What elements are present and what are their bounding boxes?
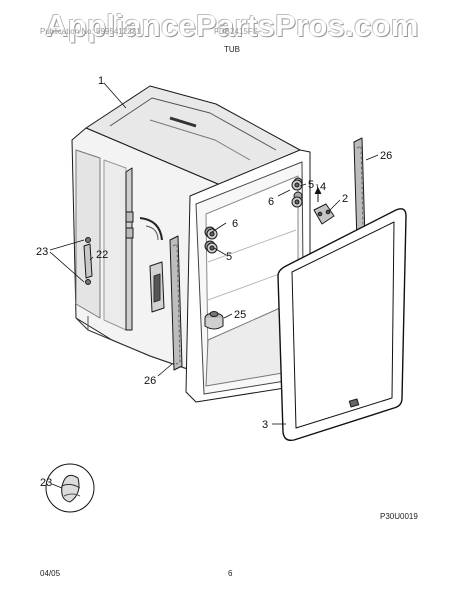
leader-lines xyxy=(49,82,379,489)
callout-23-inset: 23 xyxy=(40,477,52,489)
callout-4: 4 xyxy=(320,181,326,193)
callout-6-lower: 6 xyxy=(232,218,238,230)
strike-clip-part xyxy=(83,237,93,285)
door-gasket-part xyxy=(277,208,407,442)
section-title: TUB xyxy=(224,45,240,54)
callout-23-upper: 23 xyxy=(36,246,48,258)
tub-part xyxy=(71,85,311,403)
footer-date: 04/05 xyxy=(40,569,61,578)
callout-25: 25 xyxy=(234,309,246,321)
vent-nut-part xyxy=(204,311,224,330)
callout-22: 22 xyxy=(96,249,108,261)
callout-2: 2 xyxy=(342,193,348,205)
hinge-bracket-part xyxy=(313,203,335,225)
callout-5-upper: 5 xyxy=(308,179,314,191)
inset-circle xyxy=(45,463,95,513)
model-number: FDB2415FS xyxy=(214,27,259,36)
callout-3: 3 xyxy=(262,419,268,431)
site-watermark: AppliancePartsPros.com xyxy=(45,8,419,43)
footer-page-number: 6 xyxy=(228,569,233,578)
inset-clip-part xyxy=(61,474,81,503)
side-strip-left-part xyxy=(169,235,183,371)
figure-code: P30U0019 xyxy=(380,512,418,521)
callout-1: 1 xyxy=(98,75,104,87)
publication-number: Publication No: 5995412231 xyxy=(40,27,141,36)
callout-26-right: 26 xyxy=(380,150,392,162)
nut-parts xyxy=(206,179,303,254)
callout-5-lower: 5 xyxy=(226,251,232,263)
callout-26-left: 26 xyxy=(144,375,156,387)
callout-6-upper: 6 xyxy=(268,196,274,208)
